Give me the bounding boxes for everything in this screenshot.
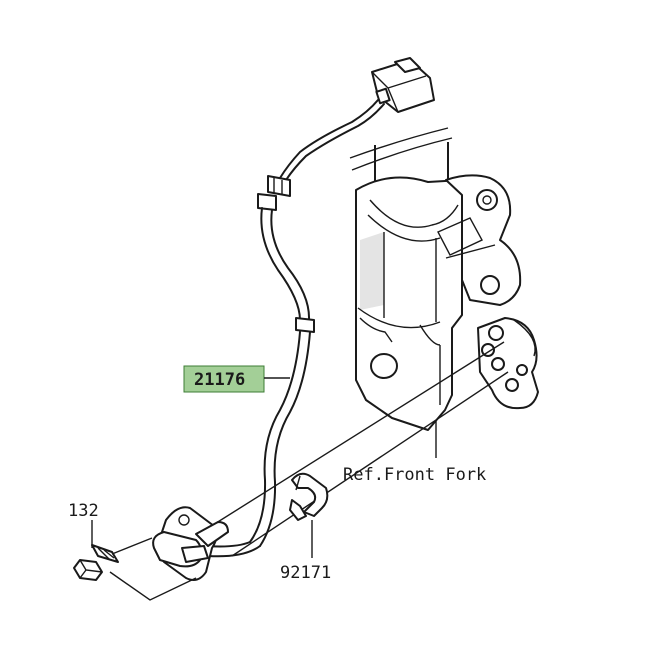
front-fork bbox=[349, 127, 539, 431]
sensor-part-number: 21176 bbox=[194, 370, 245, 390]
alignment-line-upper bbox=[204, 341, 505, 531]
bolt bbox=[73, 544, 119, 581]
clamp-part-number: 92171 bbox=[280, 563, 331, 583]
alignment-line-lower bbox=[231, 371, 509, 557]
abs-sensor-assembly bbox=[152, 57, 435, 581]
bolt-part-number: 132 bbox=[68, 501, 99, 521]
bolt-assembly-line-upper bbox=[111, 537, 153, 555]
fork-reference-label: Ref.Front Fork bbox=[343, 465, 486, 485]
bolt-assembly-line-lower bbox=[109, 571, 197, 601]
wire-clamp bbox=[289, 472, 329, 521]
sensor-part-highlight bbox=[183, 365, 265, 393]
